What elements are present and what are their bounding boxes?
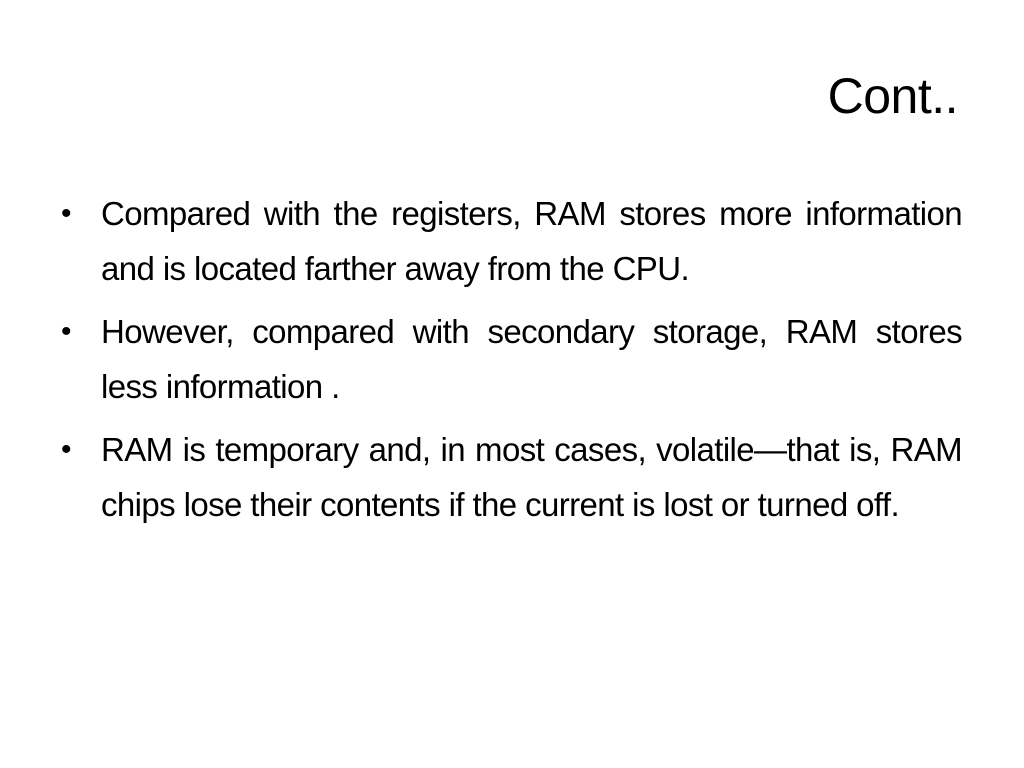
bullet-dot-icon: • [61, 315, 72, 348]
bullet-item: • RAM is temporary and, in most cases, v… [56, 422, 963, 532]
slide-title: Cont.. [827, 68, 959, 124]
bullet-list: • Compared with the registers, RAM store… [56, 186, 963, 540]
bullet-text: Compared with the registers, RAM stores … [101, 195, 963, 287]
bullet-dot-icon: • [61, 197, 72, 230]
bullet-text: RAM is temporary and, in most cases, vol… [101, 431, 963, 523]
bullet-text: However, compared with secondary storage… [101, 313, 963, 405]
bullet-item: • Compared with the registers, RAM store… [56, 186, 963, 296]
bullet-dot-icon: • [61, 433, 72, 466]
bullet-item: • However, compared with secondary stora… [56, 304, 963, 414]
